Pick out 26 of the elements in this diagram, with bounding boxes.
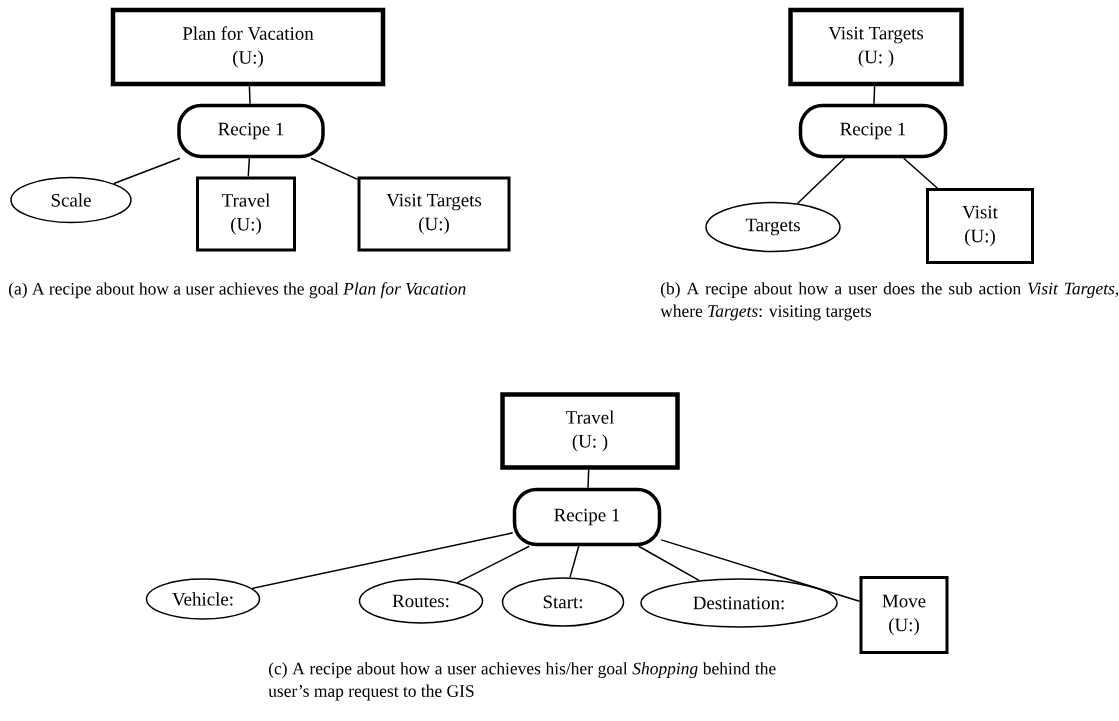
caption: (a) A recipe about how a user achieves the goal Plan for Vacation <box>8 282 466 299</box>
recipe-box: Recipe 1 <box>798 103 948 159</box>
recipe-box: Recipe 1 <box>512 487 662 547</box>
connector-line <box>660 539 861 603</box>
action-box: Visit Targets (U:) <box>357 176 511 252</box>
goal-box: Visit Targets (U: ) <box>788 7 964 87</box>
connector-line <box>251 532 514 590</box>
connector-line <box>902 157 938 189</box>
connector-line <box>310 157 359 181</box>
action-box: Visit (U:) <box>926 188 1034 264</box>
caption: (c) A recipe about how a user achieves his/her goal Shopping behind the user’s map request to the GIS <box>268 662 776 701</box>
connector-line <box>569 545 580 579</box>
connector-line <box>248 85 251 105</box>
connector-line <box>247 157 251 178</box>
connector-line <box>456 545 530 584</box>
goal-box: Travel (U: ) <box>500 392 680 470</box>
action-box: Move (U:) <box>859 576 949 654</box>
caption: (b) A recipe about how a user does the sub action Visit Targets, where Targets: visiting targets <box>660 282 1119 321</box>
action-box: Travel (U:) <box>196 176 296 252</box>
connector-line <box>796 157 846 205</box>
connector-line <box>637 545 700 582</box>
goal-box: Plan for Vacation (U:) <box>110 7 386 87</box>
recipe-box: Recipe 1 <box>177 103 325 159</box>
connector-line <box>873 85 876 105</box>
connector-line <box>587 469 590 489</box>
connector-line <box>113 157 181 185</box>
